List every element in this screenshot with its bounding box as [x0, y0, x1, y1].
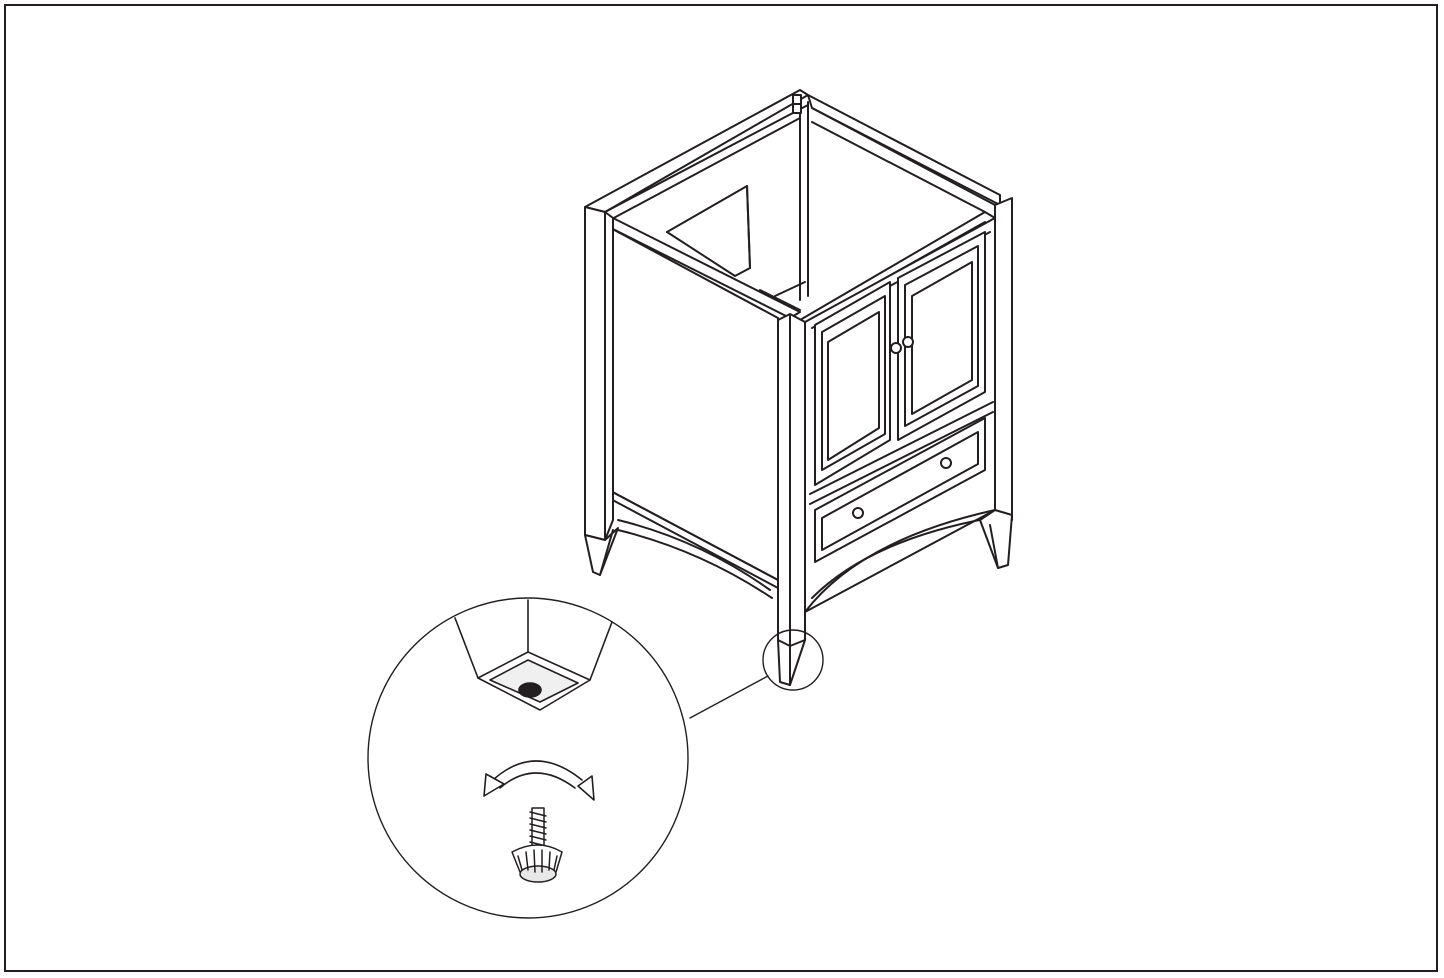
door-knobs — [852, 336, 952, 519]
drawer-front — [814, 417, 986, 563]
leg-detail-callout — [367, 597, 824, 919]
curved-double-arrow-icon — [483, 760, 595, 801]
front-left-leg — [777, 313, 806, 686]
figure-border — [4, 4, 1438, 972]
threaded-insert-hole — [518, 682, 542, 698]
leveling-foot-screw-icon — [511, 807, 563, 883]
back-panel-cutout — [666, 185, 751, 277]
callout-leader-line — [689, 675, 769, 719]
drawer-knob-left[interactable] — [852, 507, 864, 519]
callout-small-circle — [762, 629, 824, 691]
back-corner-post — [792, 94, 809, 301]
left-door-knob[interactable] — [890, 342, 902, 354]
interior-floor-edge-2 — [774, 281, 806, 297]
leg-bottom-closeup — [454, 599, 613, 711]
left-rear-leg — [584, 206, 619, 576]
left-side-panel — [604, 224, 779, 599]
right-door — [897, 231, 986, 441]
drawer-knob-right[interactable] — [940, 457, 952, 469]
left-door — [814, 281, 891, 486]
front-right-leg — [979, 197, 1013, 569]
right-door-knob[interactable] — [902, 336, 914, 348]
interior-floor-edge — [759, 289, 801, 311]
callout-magnified-circle — [367, 597, 689, 919]
